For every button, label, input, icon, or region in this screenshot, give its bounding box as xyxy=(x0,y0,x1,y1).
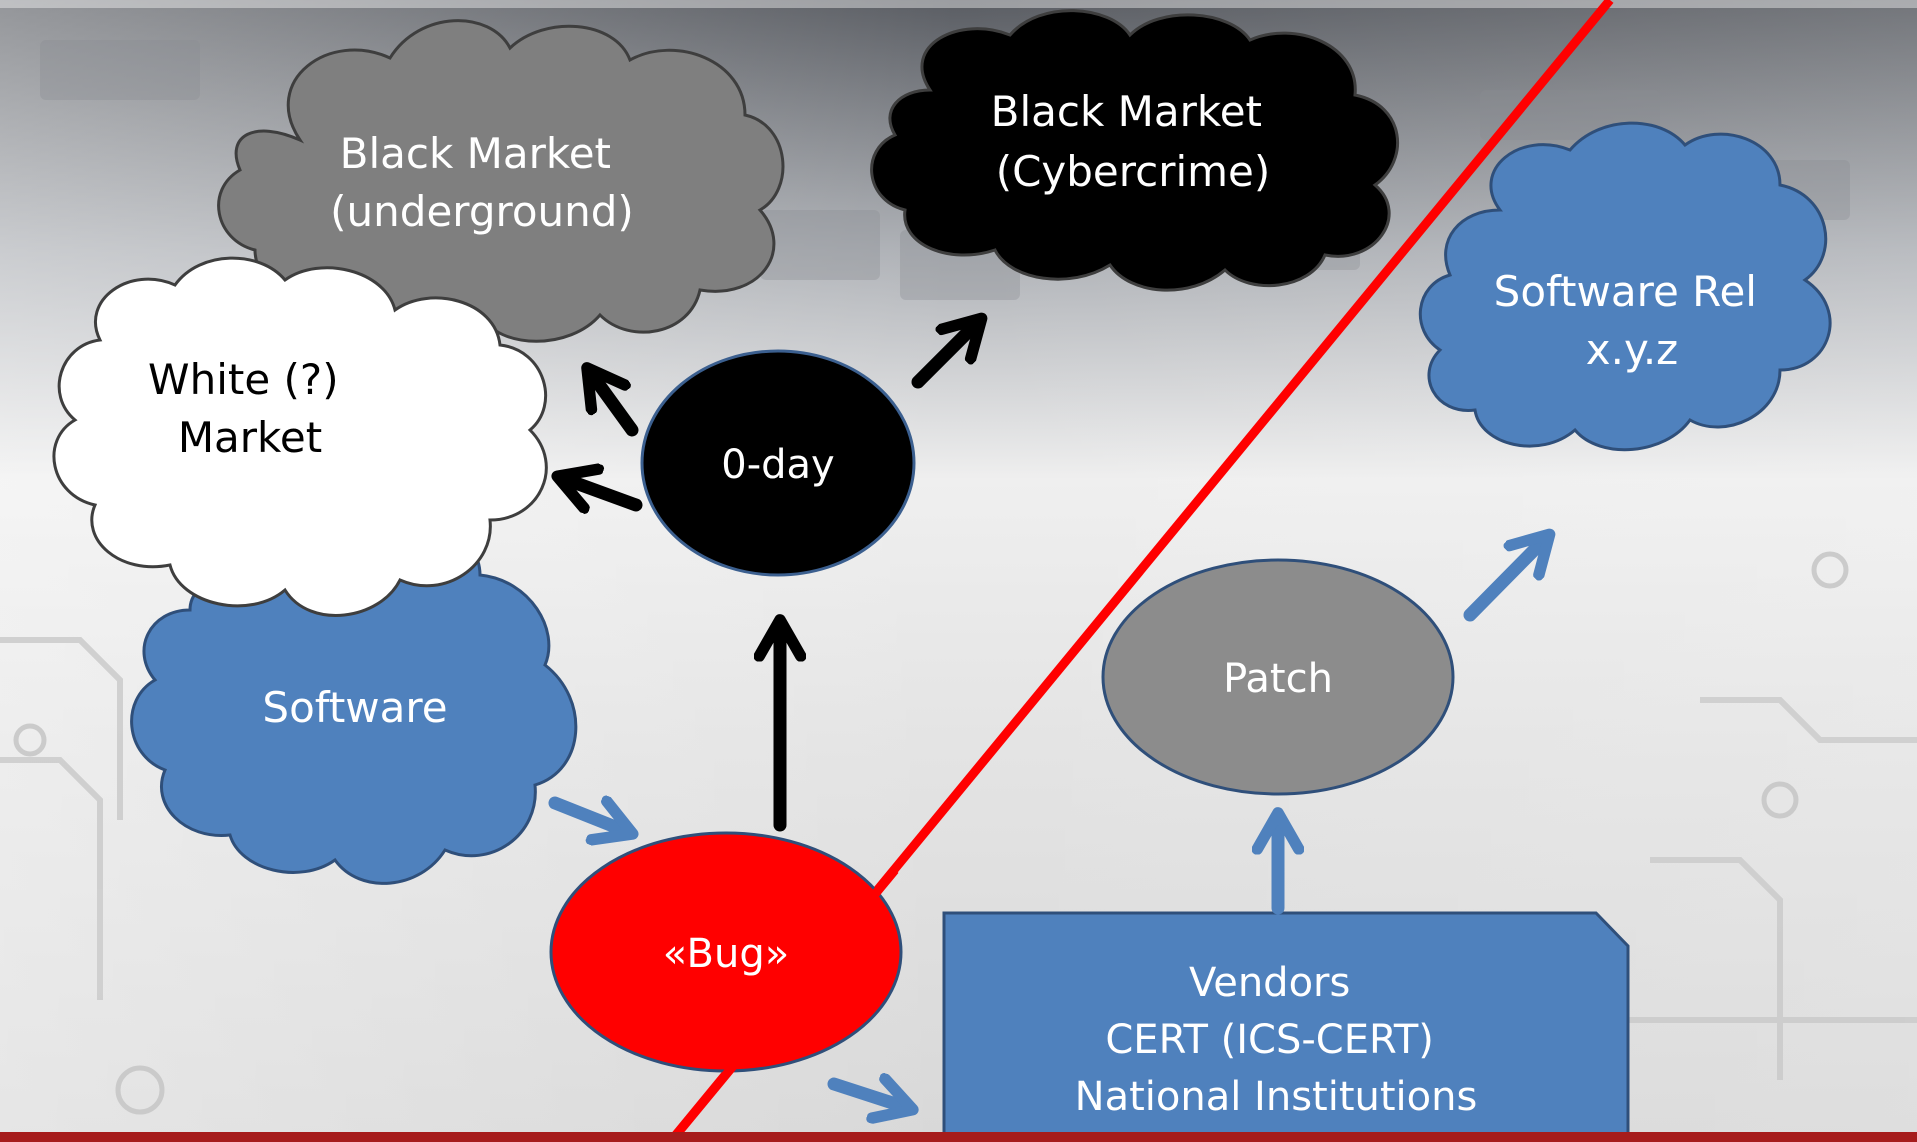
black-market-cybercrime-cloud: Black Market (Cybercrime) xyxy=(870,9,1399,292)
svg-text:Black Market (Cybercrime: Black Market (Cybercrime) xyxy=(991,87,1276,196)
arrows xyxy=(548,322,1546,1108)
white-market-line-2: Market xyxy=(178,413,322,462)
white-market-cloud: White (?) Market xyxy=(52,256,548,617)
arrow-patch-to-software-rel xyxy=(1463,538,1546,622)
black-market-cybercrime-line-1: Black Market xyxy=(991,87,1262,136)
arrow-software-to-bug xyxy=(548,803,628,832)
bug-node: «Bug» xyxy=(549,831,903,1073)
patch-node: Patch xyxy=(1101,558,1455,796)
black-market-underground-line-1: Black Market xyxy=(340,129,611,178)
divider-line-overlay xyxy=(668,867,899,1142)
arrow-bug-to-vendors xyxy=(827,1084,908,1108)
arrow-zero-day-to-black-market-underground xyxy=(590,372,639,437)
black-market-cybercrime-line-2: (Cybercrime) xyxy=(996,147,1271,196)
bottom-rule xyxy=(0,1132,1917,1142)
software-rel-cloud: Software Rel x.y.z xyxy=(1418,121,1832,452)
software-rel-line-1: Software Rel xyxy=(1494,267,1757,316)
vendors-box: Vendors CERT (ICS-CERT) National Institu… xyxy=(942,911,1630,1142)
software-rel-line-2: x.y.z xyxy=(1586,325,1678,374)
arrow-zero-day-to-black-market-cybercrime xyxy=(911,322,978,389)
software-label: Software xyxy=(262,683,447,732)
svg-text:White (?) Market: White (?) Market xyxy=(148,355,352,462)
zero-day-node: 0-day xyxy=(640,349,916,577)
white-market-line-1: White (?) xyxy=(148,355,339,404)
svg-text:Black Market (undergroun: Black Market (underground) xyxy=(330,129,634,236)
patch-label: Patch xyxy=(1223,656,1333,702)
vendors-line-1: Vendors xyxy=(1189,960,1350,1006)
svg-text:Vendors CERT (ICS-CERT): Vendors CERT (ICS-CERT) National Institu… xyxy=(1075,960,1478,1120)
black-market-underground-line-2: (underground) xyxy=(330,187,634,236)
vendors-line-3: National Institutions xyxy=(1075,1074,1478,1120)
bug-label: «Bug» xyxy=(663,931,789,977)
arrow-zero-day-to-white-market xyxy=(562,478,643,505)
svg-text:Software Rel x.y.z: Software Rel x.y.z xyxy=(1494,267,1771,374)
vendors-line-2: CERT (ICS-CERT) xyxy=(1105,1017,1434,1063)
zero-day-label: 0-day xyxy=(721,442,834,488)
